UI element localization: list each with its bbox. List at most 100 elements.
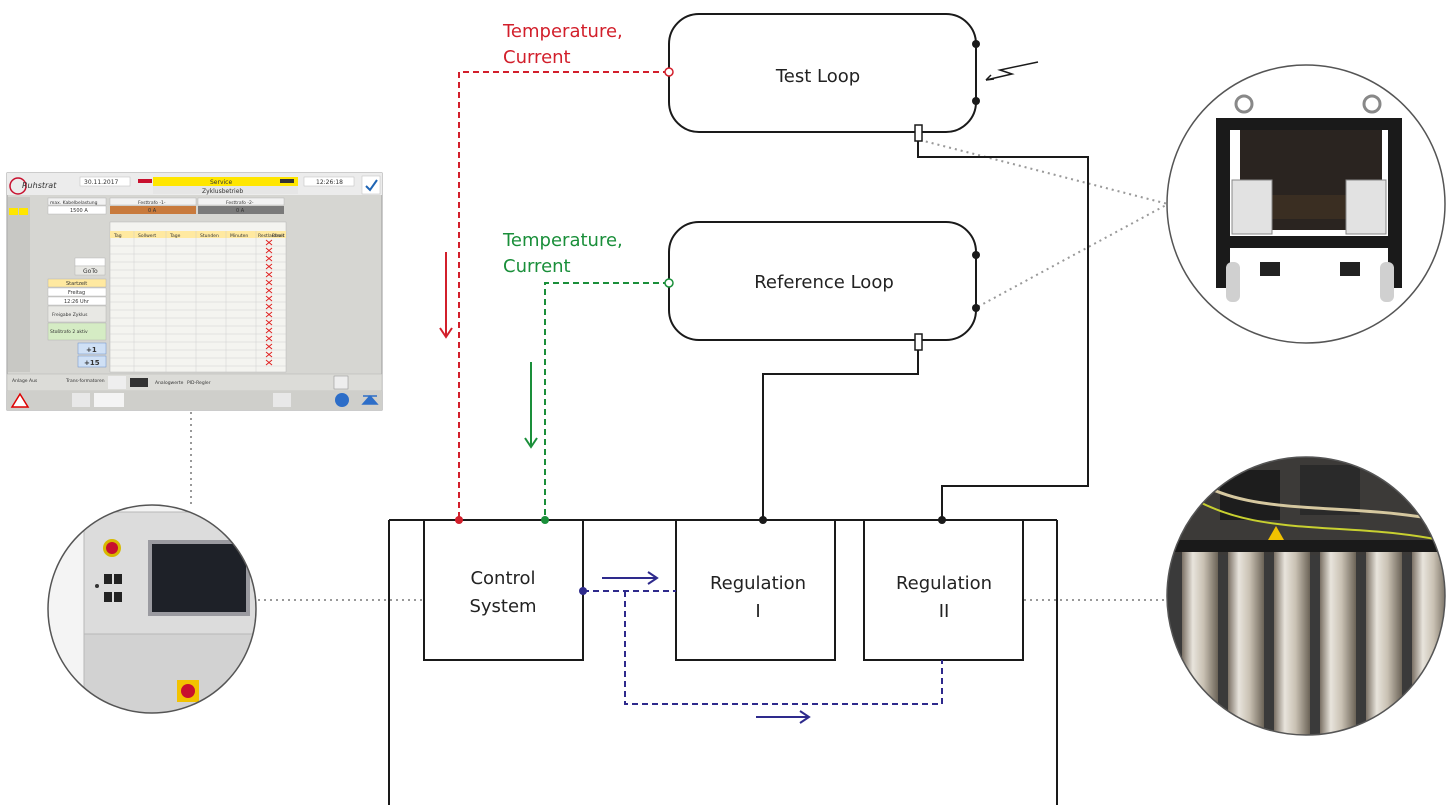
cart-connector-2 <box>919 203 1169 339</box>
reset-x-icon[interactable] <box>265 351 273 358</box>
reset-x-icon[interactable] <box>265 319 273 326</box>
blue-arrow-icon-2 <box>756 710 811 724</box>
reset-x-icon[interactable] <box>265 359 273 366</box>
test-loop-terminals <box>972 40 980 105</box>
warning-icon[interactable] <box>10 392 30 408</box>
power-lines <box>762 141 1089 520</box>
hmi-footer-analog: Analogwerte <box>155 380 184 386</box>
regulation-1-box <box>675 519 836 661</box>
key-red-icon <box>138 179 152 183</box>
hmi-plus1: +1 <box>86 346 97 354</box>
control-system-box <box>423 519 584 661</box>
checkmark-icon[interactable] <box>361 175 381 195</box>
reset-x-icon[interactable] <box>265 303 273 310</box>
reset-x-icon[interactable] <box>265 287 273 294</box>
hmi-trafo2: Festtrafo -2- <box>226 200 254 206</box>
hmi-plus15-button[interactable] <box>77 355 107 368</box>
red-arrow-icon <box>439 252 453 339</box>
green-arrow-icon <box>524 362 538 449</box>
ref-temp-label-1: Temperature, <box>502 230 623 251</box>
reg1-junction <box>759 516 767 524</box>
trash-icon[interactable] <box>333 375 349 390</box>
trafo-icon[interactable] <box>130 378 148 387</box>
hmi-col-header: Reset <box>272 233 285 239</box>
pencil-icon[interactable] <box>72 393 90 407</box>
hmi-logo-text: Ruhstrat <box>22 181 57 190</box>
hmi-screenshot: Ruhstrat 30.11.2017 Service Zyklusbetrie… <box>6 172 383 411</box>
reset-x-icon[interactable] <box>265 335 273 342</box>
test-temp-label-2: Current <box>503 47 571 68</box>
key-black-icon <box>280 179 294 183</box>
reset-x-icon[interactable] <box>265 239 273 246</box>
reference-loop-terminals <box>972 251 980 312</box>
reg2-label-1: Regulation <box>896 573 992 594</box>
test-cart-photo <box>1166 64 1446 344</box>
regulation-2-box <box>863 519 1024 661</box>
hmi-day: Freitag <box>68 290 85 296</box>
reference-loop-label: Reference Loop <box>754 272 894 293</box>
hmi-mode-bar <box>153 177 298 186</box>
scroll-top-icon[interactable] <box>361 394 379 405</box>
reg1-label-1: Regulation <box>710 573 806 594</box>
reset-x-icon[interactable] <box>265 327 273 334</box>
hmi-status: Stoßtrafo 2 aktiv <box>50 329 88 335</box>
wrench-icon[interactable] <box>273 393 291 407</box>
control-cabinet-photo <box>47 504 257 714</box>
reg2-junction <box>938 516 946 524</box>
hmi-release-button[interactable] <box>47 305 107 323</box>
hmi-time: 12:26:18 <box>316 179 343 186</box>
hmi-trafo1: Festtrafo -1- <box>138 200 166 206</box>
reg2-label-2: II <box>939 601 950 622</box>
tool-icon[interactable] <box>108 376 126 389</box>
hmi-submode: Zyklusbetrieb <box>202 188 243 195</box>
hmi-plus15: +15 <box>84 359 100 367</box>
test-sensor <box>914 124 923 142</box>
control-label-1: Control <box>470 568 535 589</box>
hmi-col-header: Stunden <box>200 233 219 239</box>
reset-x-icon[interactable] <box>265 247 273 254</box>
hmi-footer-left: Anlage Aus <box>12 378 38 384</box>
hmi-release: Freigabe Zyklus <box>52 312 88 318</box>
help-icon[interactable] <box>335 393 349 407</box>
hmi-footer-pid: PID-Regler <box>187 380 211 386</box>
reference-sensor <box>914 333 923 351</box>
hmi-max-load-value: 1500 A <box>70 208 88 214</box>
test-loop-label: Test Loop <box>775 66 860 87</box>
chart-icon[interactable] <box>94 393 124 407</box>
hmi-start-label: Startzeit <box>66 281 87 287</box>
test-temp-label-1: Temperature, <box>502 21 623 42</box>
reset-x-icon[interactable] <box>265 279 273 286</box>
lightning-icon <box>985 61 1039 81</box>
hmi-col-header: Sollwert <box>138 233 156 239</box>
hmi-trafo1-value: 0 A <box>148 208 157 214</box>
hmi-date: 30.11.2017 <box>84 179 119 186</box>
hmi-col-header: Tag <box>113 233 122 239</box>
hmi-col-header: Restlaufzeit <box>258 233 285 239</box>
hmi-col-header: Tage <box>169 233 181 239</box>
hmi-footer-trans: Trans-formatoren <box>65 378 105 384</box>
hmi-goto-button[interactable] <box>74 265 106 276</box>
reset-x-icon[interactable] <box>265 311 273 318</box>
reset-x-icon[interactable] <box>265 255 273 262</box>
reset-x-icon[interactable] <box>265 263 273 270</box>
reset-x-icon[interactable] <box>265 271 273 278</box>
hmi-mode: Service <box>210 179 232 186</box>
hmi-start-time: 12:26 Uhr <box>64 299 90 305</box>
reset-x-icon[interactable] <box>265 295 273 302</box>
hmi-col-header: Minuten <box>230 233 248 239</box>
reference-measure-line <box>544 282 669 520</box>
hmi-max-load-label: max. Kabelbelastung <box>50 200 98 206</box>
hmi-goto-label: GoTo <box>83 268 98 275</box>
control-signal-lines <box>583 590 943 705</box>
blue-arrow-icon-1 <box>602 571 659 585</box>
hmi-plus1-button[interactable] <box>77 342 107 355</box>
test-measure-line <box>458 71 669 520</box>
reset-x-icon[interactable] <box>265 343 273 350</box>
control-label-2: System <box>469 596 536 617</box>
transformer-photo <box>1166 456 1446 736</box>
cart-connector-1 <box>919 139 1169 205</box>
reg1-label-2: I <box>755 601 760 622</box>
ruhstrat-logo: Ruhstrat <box>9 177 57 195</box>
hmi-trafo2-value: 0 A <box>236 208 245 214</box>
